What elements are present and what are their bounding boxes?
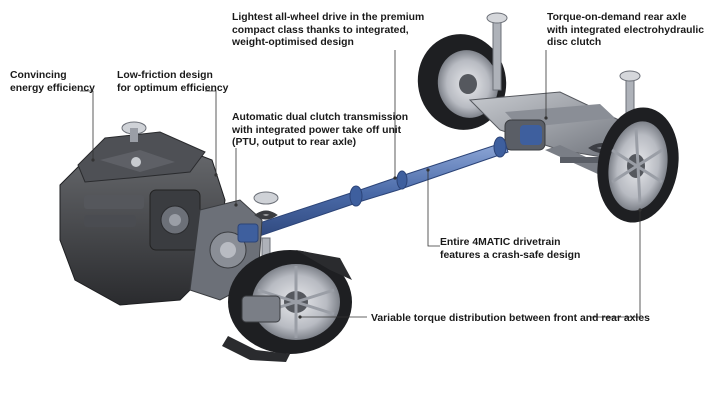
callout-line: Automatic dual clutch transmission <box>232 112 409 123</box>
callout-line: Low-friction design <box>117 70 213 81</box>
front-right-wheel <box>222 250 352 362</box>
callout-line: for optimum efficiency <box>117 82 229 94</box>
rear-axle-assembly <box>468 12 641 175</box>
callout-energy-efficiency: Convincing energy efficiency <box>10 70 95 95</box>
callout-rear-axle: Torque-on-demand rear axle with integrat… <box>547 12 704 50</box>
callout-line: (PTU, output to rear axle) <box>232 137 357 149</box>
callout-line: energy efficiency <box>10 82 95 94</box>
engine-block <box>59 121 226 306</box>
callout-line: Lightest all-wheel drive in the premium <box>232 12 425 23</box>
callout-line: Variable torque distribution between fro… <box>371 313 650 324</box>
callout-line: with integrated power take off unit <box>232 124 402 136</box>
callout-lightest-awd: Lightest all-wheel drive in the premium … <box>232 12 424 50</box>
leader-dots <box>91 116 642 319</box>
callout-line: disc clutch <box>547 37 602 49</box>
leader-lines <box>80 50 641 318</box>
callout-low-friction: Low-friction design for optimum efficien… <box>117 70 228 95</box>
rear-right-wheel <box>597 107 679 223</box>
callout-transmission: Automatic dual clutch transmission with … <box>232 112 408 150</box>
callout-line: Torque-on-demand rear axle <box>547 12 687 23</box>
callout-torque-distribution: Variable torque distribution between fro… <box>371 313 650 326</box>
callout-line: features a crash-safe design <box>440 249 581 261</box>
callout-crash-safe: Entire 4MATIC drivetrain features a cras… <box>440 237 580 262</box>
propeller-shaft <box>231 136 509 245</box>
callout-line: compact class thanks to integrated, <box>232 24 409 36</box>
callout-line: Entire 4MATIC drivetrain <box>440 237 561 248</box>
callout-line: Convincing <box>10 70 67 81</box>
callout-line: with integrated electrohydraulic <box>547 24 704 36</box>
callout-line: weight-optimised design <box>232 37 354 49</box>
